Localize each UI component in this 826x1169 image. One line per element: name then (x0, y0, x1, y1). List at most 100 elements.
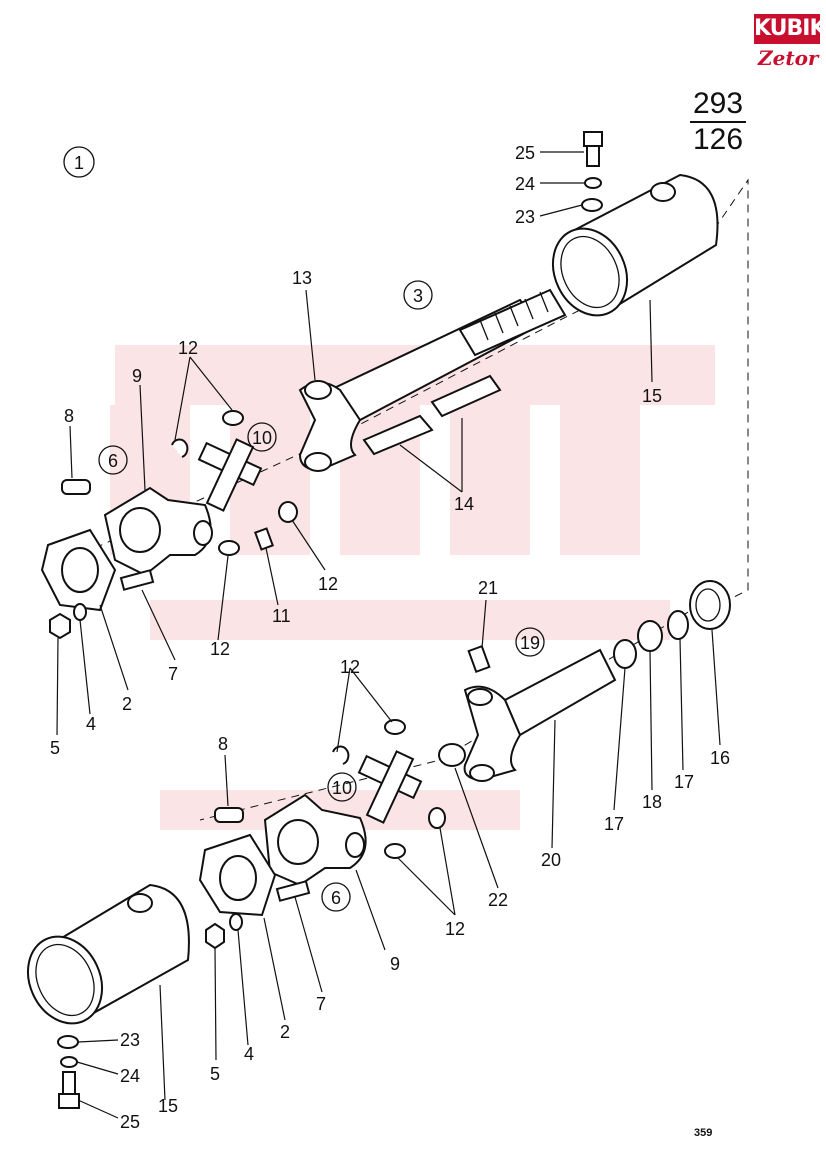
label-8-lower: 8 (218, 734, 228, 754)
label-7-lower: 7 (316, 994, 326, 1014)
callout-circle-10-lower (327, 772, 357, 802)
grease-nipple-lower (467, 644, 491, 674)
figure-number-circle (63, 146, 95, 178)
label-17-left: 17 (604, 814, 624, 834)
brand-logo: KUBIK Zetor (754, 14, 826, 72)
label-12-upper-b: 12 (318, 574, 338, 594)
circlip-lower-2 (332, 745, 350, 765)
label-20: 20 (541, 850, 561, 870)
flange-plate-lower (198, 833, 277, 917)
seal-ring-inner (613, 639, 637, 669)
bolt-lower (58, 1071, 80, 1109)
label-15-lower: 15 (158, 1096, 178, 1116)
label-2-upper: 2 (122, 694, 132, 714)
label-2-lower: 2 (280, 1022, 290, 1042)
label-24-upper: 24 (515, 174, 535, 194)
sleeve-upper (552, 173, 719, 317)
cross-lower (357, 750, 423, 824)
callout-circle-3 (403, 280, 433, 310)
circlip-upper-2 (222, 410, 244, 426)
label-17-right: 17 (674, 772, 694, 792)
label-7-upper: 7 (168, 664, 178, 684)
label-5-lower: 5 (210, 1064, 220, 1084)
label-4-lower: 4 (244, 1044, 254, 1064)
circlip-lower-1 (384, 719, 406, 735)
seal-ring-outer (667, 610, 689, 640)
circlip-upper-1 (171, 438, 189, 458)
label-11: 11 (272, 606, 291, 626)
label-6-lower: 6 (331, 888, 341, 908)
label-25-upper: 25 (515, 143, 535, 163)
label-9-lower: 9 (390, 954, 400, 974)
label-24-lower: 24 (120, 1066, 140, 1086)
label-13: 13 (292, 268, 312, 288)
brand-logo-top: KUBIK (754, 14, 826, 44)
page-number: 359 (694, 1127, 713, 1139)
brand-logo-bottom: Zetor (758, 46, 819, 70)
label-plate-b (362, 414, 434, 456)
label-22: 22 (488, 890, 508, 910)
flange-yoke-upper (103, 486, 213, 577)
label-21: 21 (478, 578, 498, 598)
label-18: 18 (642, 792, 662, 812)
plug-disc (438, 743, 466, 767)
circlip-upper-3 (278, 501, 298, 523)
reference-number: 293 126 (690, 88, 746, 156)
figure-number: 1 (74, 153, 84, 173)
spring-washer-lower (229, 913, 243, 931)
label-10-upper: 10 (252, 428, 272, 448)
stud-lower (275, 880, 311, 902)
watermark (110, 345, 715, 830)
label-12-upper-a: 12 (178, 338, 198, 358)
label-23-upper: 23 (515, 207, 535, 227)
circlip-lower-3 (428, 807, 446, 829)
splined-shaft (298, 288, 567, 472)
lock-washer-upper (584, 177, 602, 189)
washer-lower (57, 1035, 79, 1049)
reference-divider (690, 121, 746, 123)
leader-lines (56, 151, 721, 1119)
callout-circle-10-upper (247, 422, 277, 452)
washer-upper (581, 198, 603, 212)
callout-circle-6-lower (321, 882, 351, 912)
reference-denominator: 126 (692, 123, 744, 156)
stud-upper (119, 569, 155, 591)
label-12-lower-b: 12 (445, 919, 465, 939)
label-12-lower-a: 12 (340, 657, 360, 677)
label-plate-a (430, 374, 502, 418)
circlip-lower-4 (384, 843, 406, 859)
bolt-upper (583, 131, 603, 167)
label-9-upper: 9 (132, 366, 142, 386)
label-19: 19 (520, 633, 540, 653)
label-6-upper: 6 (108, 451, 118, 471)
label-10-lower: 10 (332, 778, 352, 798)
label-12-upper-c: 12 (210, 639, 230, 659)
label-5-upper: 5 (50, 738, 60, 758)
label-14: 14 (454, 494, 474, 514)
callout-circle-19 (515, 627, 545, 657)
label-15-upper: 15 (642, 386, 662, 406)
shaft-tube (463, 648, 617, 782)
nut-upper (49, 612, 71, 640)
reference-numerator: 293 (692, 87, 744, 120)
flange-yoke-lower (263, 793, 367, 887)
grease-nipple-upper (254, 527, 274, 551)
callout-circle-6-upper (98, 445, 128, 475)
nut-lower (205, 922, 225, 950)
label-23-lower: 23 (120, 1030, 140, 1050)
cross-upper (197, 438, 263, 512)
label-16: 16 (710, 748, 730, 768)
label-25-lower: 25 (120, 1112, 140, 1132)
label-3: 3 (413, 286, 423, 306)
spring-washer-upper (73, 603, 87, 621)
lock-washer-lower (60, 1056, 78, 1068)
ring-nut (689, 580, 731, 630)
pin-lower (214, 807, 244, 823)
sleeve-lower (27, 883, 190, 1025)
label-8-upper: 8 (64, 406, 74, 426)
circlip-upper-4 (218, 540, 240, 556)
sealing-ring (637, 620, 663, 652)
pin-upper (61, 479, 91, 495)
flange-plate-upper (40, 528, 117, 612)
